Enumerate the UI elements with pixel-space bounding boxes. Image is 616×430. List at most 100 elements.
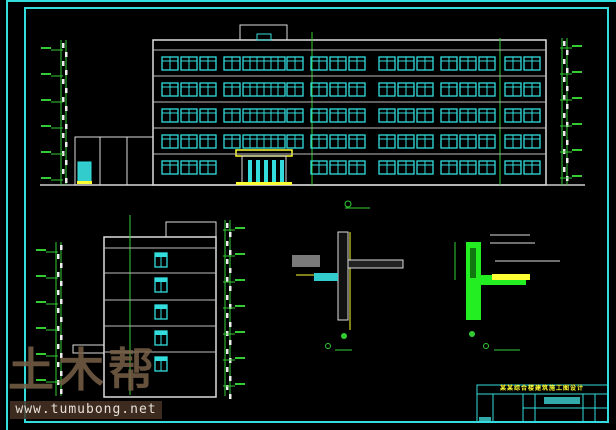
front-window-grid bbox=[161, 56, 541, 182]
dimension-text bbox=[566, 50, 569, 55]
front-elevation bbox=[40, 24, 585, 186]
entrance-door-panel bbox=[280, 160, 284, 182]
dimension-text bbox=[563, 59, 566, 64]
level-label bbox=[572, 45, 582, 47]
dimension-text bbox=[60, 389, 63, 394]
dimension-text bbox=[563, 113, 566, 118]
level-label bbox=[41, 99, 51, 101]
dimension-text bbox=[57, 308, 60, 313]
title-block-cell bbox=[479, 417, 491, 421]
annex-door bbox=[77, 161, 92, 183]
dimension-text bbox=[229, 376, 232, 381]
dimension-text bbox=[62, 61, 65, 66]
inner-frame bbox=[24, 7, 609, 423]
dimension-text bbox=[57, 254, 60, 259]
drawing-frame bbox=[6, 0, 616, 430]
entrance-canopy bbox=[235, 149, 293, 157]
annex-step bbox=[77, 181, 92, 184]
window-top-sash bbox=[155, 253, 167, 257]
dimension-text bbox=[57, 344, 60, 349]
wall-hatch bbox=[470, 248, 476, 278]
dimension-text bbox=[566, 122, 569, 127]
level-label bbox=[36, 353, 46, 355]
dimension-text bbox=[62, 133, 65, 138]
dimension-text bbox=[229, 304, 232, 309]
title-block-project-title: 某某综合楼建筑施工图设计 bbox=[500, 385, 585, 392]
dimension-text bbox=[57, 380, 60, 385]
level-label bbox=[572, 71, 582, 73]
level-label bbox=[235, 357, 245, 359]
green-wall-section bbox=[466, 242, 481, 320]
dimension-text bbox=[65, 52, 68, 57]
entrance-door-panel bbox=[272, 160, 276, 182]
window-top-sash bbox=[155, 278, 167, 282]
level-label bbox=[41, 151, 51, 153]
side-elevation bbox=[72, 215, 217, 398]
dimension-text bbox=[57, 272, 60, 277]
dimension-text bbox=[229, 268, 232, 273]
level-label bbox=[235, 331, 245, 333]
dimension-text bbox=[65, 124, 68, 129]
detail-marker bbox=[344, 200, 352, 208]
level-dimension-columns bbox=[36, 38, 582, 399]
axis-bubble bbox=[341, 333, 347, 339]
level-label bbox=[41, 47, 51, 49]
dimension-text bbox=[60, 371, 63, 376]
roof-penthouse bbox=[239, 24, 288, 41]
entrance-door-panel bbox=[256, 160, 260, 182]
dimension-text bbox=[226, 277, 229, 282]
dimension-text bbox=[566, 104, 569, 109]
dimension-text bbox=[566, 86, 569, 91]
window-top-sash bbox=[155, 331, 167, 335]
window-top-sash bbox=[155, 305, 167, 309]
dimension-text bbox=[65, 160, 68, 165]
level-label bbox=[36, 249, 46, 251]
dimension-text bbox=[226, 223, 229, 228]
level-label bbox=[235, 305, 245, 307]
dimension-text bbox=[226, 241, 229, 246]
window-top-sash bbox=[155, 357, 167, 361]
level-label bbox=[41, 125, 51, 127]
dimension-text bbox=[57, 290, 60, 295]
wall-hatch bbox=[337, 231, 349, 321]
dimension-text bbox=[226, 367, 229, 372]
level-label bbox=[41, 73, 51, 75]
dimension-text bbox=[62, 169, 65, 174]
penthouse-window bbox=[256, 33, 272, 41]
level-label bbox=[572, 149, 582, 151]
dimension-text bbox=[65, 106, 68, 111]
entrance-door-panel bbox=[248, 160, 252, 182]
dimension-text bbox=[563, 131, 566, 136]
dimension-text bbox=[229, 340, 232, 345]
dimension-text bbox=[65, 178, 68, 183]
dimension-text bbox=[563, 41, 566, 46]
entrance-door-panel bbox=[264, 160, 268, 182]
axis-bubble bbox=[469, 331, 475, 337]
dimension-text bbox=[57, 362, 60, 367]
level-label bbox=[235, 253, 245, 255]
side-penthouse bbox=[165, 221, 217, 238]
roof-layer bbox=[492, 274, 530, 280]
dimension-text bbox=[62, 97, 65, 102]
level-label bbox=[36, 327, 46, 329]
dimension-text bbox=[62, 79, 65, 84]
dimension-text bbox=[563, 95, 566, 100]
dimension-text bbox=[229, 394, 232, 399]
dimension-text bbox=[566, 68, 569, 73]
dimension-text bbox=[60, 263, 63, 268]
dimension-text bbox=[60, 335, 63, 340]
annotation-block bbox=[292, 255, 320, 267]
level-label bbox=[41, 177, 51, 179]
dimension-text bbox=[62, 151, 65, 156]
level-label bbox=[36, 275, 46, 277]
dimension-text bbox=[226, 385, 229, 390]
outer-frame bbox=[6, 0, 616, 430]
dimension-text bbox=[57, 326, 60, 331]
detail-marker bbox=[325, 343, 331, 349]
dimension-text bbox=[62, 43, 65, 48]
wall-section-detail-2 bbox=[454, 234, 560, 351]
dimension-text bbox=[229, 322, 232, 327]
dimension-text bbox=[226, 295, 229, 300]
